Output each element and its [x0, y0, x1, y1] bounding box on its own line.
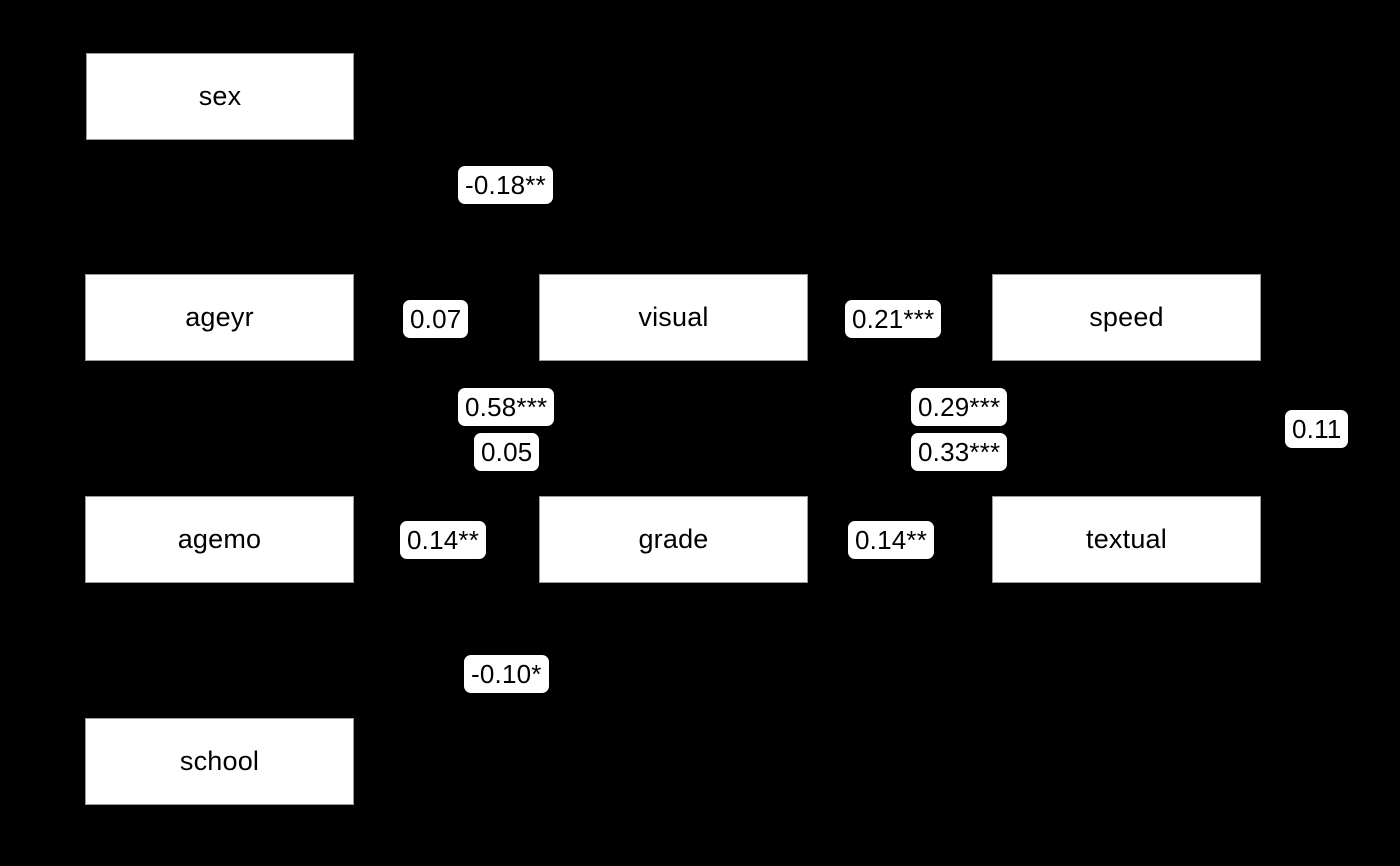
edge-label-value: 0.05 — [481, 437, 533, 467]
edge-label-value: 0.58*** — [465, 392, 548, 422]
edge-label-value: 0.33*** — [918, 437, 1001, 467]
edge-label-value: -0.18** — [465, 170, 546, 200]
edge-label-agemo-grade[interactable]: 0.14** — [400, 521, 487, 559]
node-agemo[interactable]: agemo — [85, 496, 354, 583]
edge-label-ageyr-visual[interactable]: 0.07 — [403, 300, 469, 338]
edge-label-school-grade[interactable]: -0.10* — [464, 655, 549, 693]
node-textual[interactable]: textual — [992, 496, 1261, 583]
edge-label-ageyr-grade[interactable]: 0.58*** — [458, 388, 555, 426]
edge-label-visual-textual[interactable]: 0.29*** — [911, 388, 1008, 426]
edge-label-value: 0.21*** — [852, 304, 935, 334]
edge-label-agemo-visual[interactable]: 0.05 — [474, 433, 540, 471]
node-label-sex: sex — [198, 81, 242, 111]
node-label-visual: visual — [638, 302, 709, 332]
node-school[interactable]: school — [85, 718, 354, 805]
edge-label-grade-textual[interactable]: 0.33*** — [911, 433, 1008, 471]
node-label-ageyr: ageyr — [185, 302, 254, 332]
edge-label-value: 0.14** — [407, 525, 480, 555]
edge-label-value: 0.07 — [410, 304, 462, 334]
edge-label-grade-textual-2[interactable]: 0.14** — [848, 521, 935, 559]
edge-label-speed-textual[interactable]: 0.11 — [1285, 410, 1349, 448]
edge-label-visual-speed[interactable]: 0.21*** — [845, 300, 942, 338]
node-sex[interactable]: sex — [86, 53, 354, 140]
node-visual[interactable]: visual — [539, 274, 808, 361]
node-label-agemo: agemo — [177, 524, 262, 554]
node-label-speed: speed — [1089, 302, 1164, 332]
edge-label-value: 0.14** — [855, 525, 928, 555]
node-speed[interactable]: speed — [992, 274, 1261, 361]
node-label-textual: textual — [1086, 524, 1167, 554]
edge-label-value: 0.29*** — [918, 392, 1001, 422]
edge-label-value: 0.11 — [1292, 414, 1342, 444]
edge-label-sex-visual[interactable]: -0.18** — [458, 166, 553, 204]
node-label-school: school — [179, 746, 260, 776]
node-label-grade: grade — [638, 524, 709, 554]
edge-label-value: -0.10* — [471, 659, 542, 689]
node-grade[interactable]: grade — [539, 496, 808, 583]
node-ageyr[interactable]: ageyr — [85, 274, 354, 361]
